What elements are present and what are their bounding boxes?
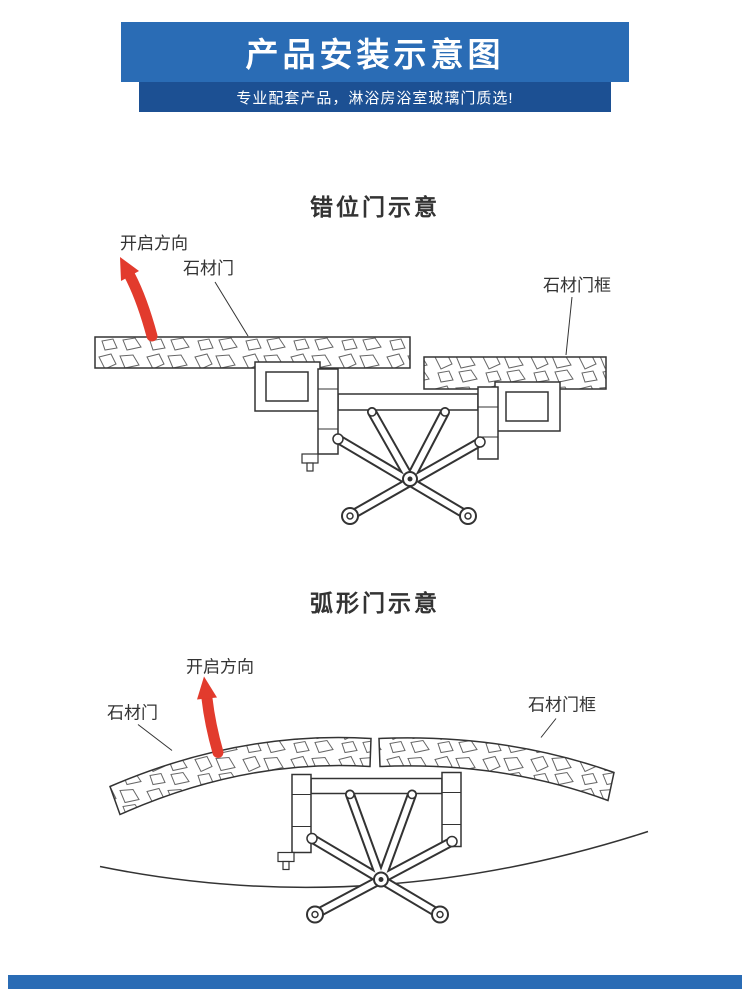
stone-frame-label: 石材门框 <box>528 696 596 715</box>
stone-door-panel <box>94 336 411 369</box>
door-clamp-right <box>494 381 561 432</box>
section-heading-curved-door: 弧形门示意 <box>310 590 440 616</box>
curved-door-diagram: 开启方向 石材门 石材门框 <box>99 658 649 924</box>
adjust-bolt <box>277 851 295 871</box>
scissor-hinge <box>306 789 458 924</box>
hinge-plate-right <box>441 771 462 848</box>
hinge-top-bar <box>310 777 443 795</box>
scissor-hinge <box>332 407 486 525</box>
stone-frame-leader-line <box>565 296 573 356</box>
page-title: 产品安装示意图 <box>245 36 505 73</box>
door-clamp-left <box>254 361 321 412</box>
footer-bar <box>8 975 742 989</box>
stone-door-leader-line <box>137 724 173 751</box>
banner-title-bar: 产品安装示意图 <box>121 22 629 82</box>
hinge-top-bar <box>337 393 479 411</box>
header-banner: 产品安装示意图 专业配套产品，淋浴房浴室玻璃门质选! <box>121 22 629 112</box>
stone-door-label: 石材门 <box>183 259 234 278</box>
offset-door-diagram: 开启方向 石材门 石材门框 <box>94 234 611 525</box>
open-direction-arrow-icon <box>120 257 158 342</box>
hinge-plate-left <box>291 773 312 854</box>
stone-door-leader-line <box>214 281 249 337</box>
stone-frame-leader-line <box>540 718 557 738</box>
direction-label: 开启方向 <box>120 234 188 253</box>
direction-label: 开启方向 <box>186 658 254 677</box>
page-subtitle: 专业配套产品，淋浴房浴室玻璃门质选! <box>236 89 514 107</box>
curved-stone-door-panel <box>109 736 372 816</box>
stone-frame-label: 石材门框 <box>543 276 611 295</box>
adjust-bolt <box>301 453 319 472</box>
curved-stone-frame-panel <box>378 737 615 802</box>
section-heading-offset-door: 错位门示意 <box>310 194 440 220</box>
hinge-plate-right <box>477 386 499 460</box>
stone-door-label: 石材门 <box>107 704 158 723</box>
hinge-plate-left <box>317 368 339 455</box>
banner-subtitle-bar: 专业配套产品，淋浴房浴室玻璃门质选! <box>139 82 611 112</box>
open-direction-arrow-icon <box>197 676 224 758</box>
